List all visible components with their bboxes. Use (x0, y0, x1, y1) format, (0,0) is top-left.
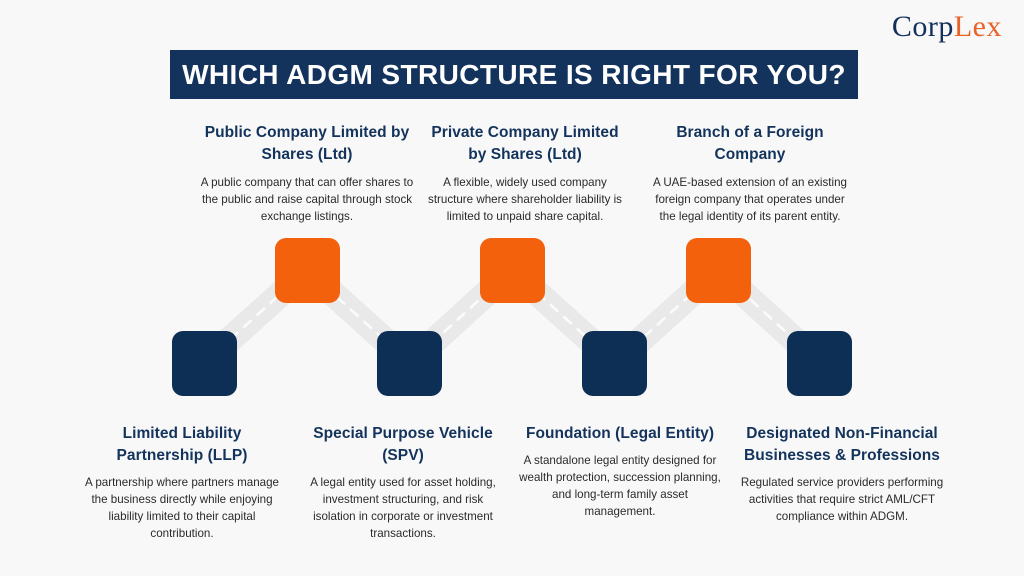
structure-card-public-company: Public Company Limited by Shares (Ltd) A… (196, 122, 418, 225)
structure-body: A UAE-based extension of an existing for… (653, 176, 847, 224)
structure-heading: Public Company Limited by Shares (Ltd) (204, 124, 410, 163)
structure-body: A legal entity used for asset holding, i… (310, 476, 496, 541)
structure-body: A partnership where partners manage the … (85, 476, 279, 541)
structure-card-foundation: Foundation (Legal Entity) A standalone l… (518, 423, 722, 520)
structure-body: A standalone legal entity designed for w… (519, 454, 721, 519)
structure-body: A flexible, widely used company structur… (428, 176, 622, 224)
structure-heading: Private Company Limited by Shares (Ltd) (431, 124, 619, 163)
node-top-1 (275, 238, 340, 303)
logo-text-primary: Corp (891, 10, 954, 43)
structure-heading: Limited Liability Partnership (LLP) (116, 425, 248, 464)
page-title: WHICH ADGM STRUCTURE IS RIGHT FOR YOU? (182, 58, 846, 90)
title-banner: WHICH ADGM STRUCTURE IS RIGHT FOR YOU? (170, 50, 858, 99)
structure-heading: Special Purpose Vehicle (SPV) (313, 425, 493, 464)
structure-card-spv: Special Purpose Vehicle (SPV) A legal en… (303, 423, 503, 542)
structure-card-llp: Limited Liability Partnership (LLP) A pa… (80, 423, 284, 542)
node-top-3 (686, 238, 751, 303)
structure-card-dnfbp: Designated Non-Financial Businesses & Pr… (738, 423, 946, 525)
structure-card-private-company: Private Company Limited by Shares (Ltd) … (425, 122, 625, 225)
corplex-logo: CorpLex (892, 12, 1002, 42)
structure-heading: Branch of a Foreign Company (676, 124, 824, 163)
structure-card-foreign-branch: Branch of a Foreign Company A UAE-based … (651, 122, 849, 225)
structure-body: Regulated service providers performing a… (740, 476, 944, 524)
node-bottom-3 (582, 331, 647, 396)
structure-body: A public company that can offer shares t… (200, 176, 414, 224)
logo-text-accent: Lex (953, 10, 1002, 43)
node-top-2 (480, 238, 545, 303)
node-bottom-2 (377, 331, 442, 396)
structure-heading: Designated Non-Financial Businesses & Pr… (744, 425, 940, 464)
structure-heading: Foundation (Legal Entity) (525, 425, 715, 442)
node-bottom-4 (787, 331, 852, 396)
node-bottom-1 (172, 331, 237, 396)
